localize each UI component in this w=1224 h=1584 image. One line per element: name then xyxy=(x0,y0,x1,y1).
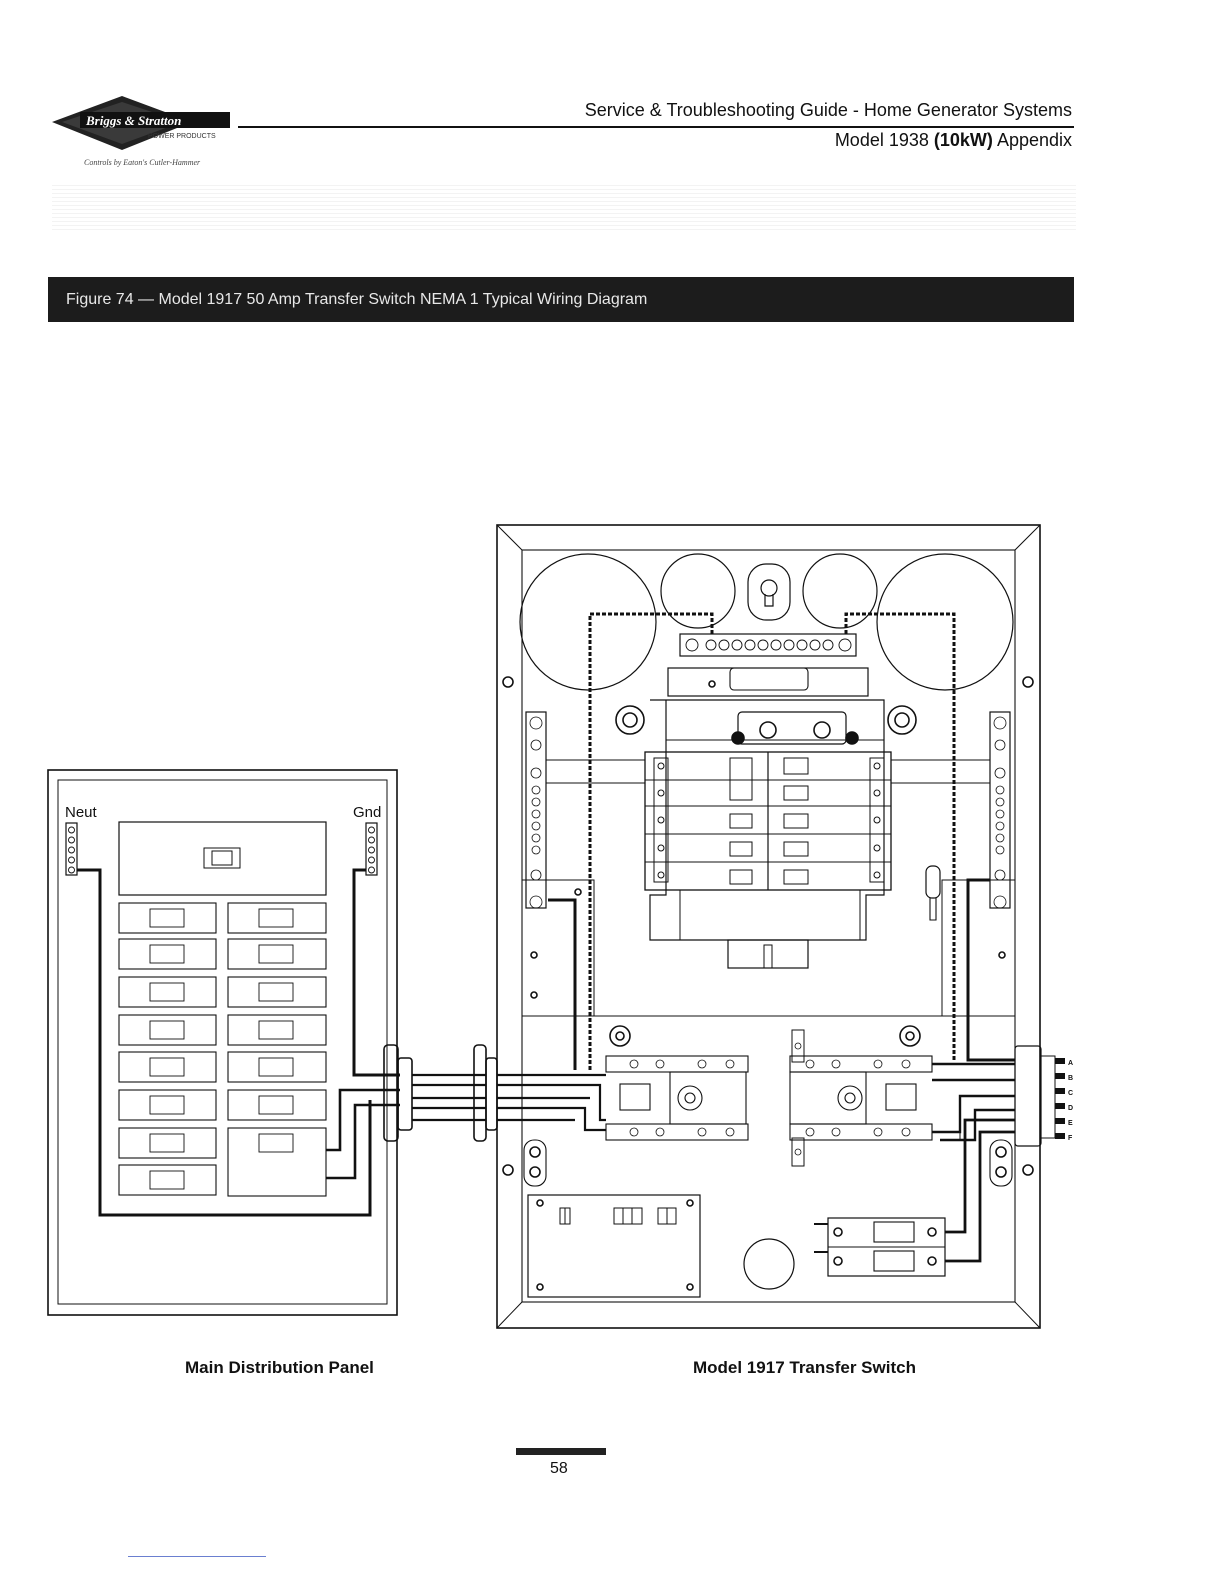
terminal-label-a: A xyxy=(1068,1060,1073,1067)
switch-caption: Model 1917 Transfer Switch xyxy=(693,1358,916,1377)
figure-title-bar: Figure 74 — Model 1917 50 Amp Transfer S… xyxy=(48,277,1074,322)
switch-enclosure xyxy=(496,524,1041,1329)
terminal-label-b: B xyxy=(1068,1075,1073,1082)
panel-enclosure xyxy=(47,769,398,1316)
model-prefix: Model 1938 xyxy=(834,130,929,150)
header-dither-band xyxy=(52,182,1076,230)
gnd-label: Gnd xyxy=(353,804,381,821)
brand-tagline: Controls by Eaton's Cutler-Hammer xyxy=(84,158,201,167)
page-number: 58 xyxy=(550,1460,568,1477)
footer-line xyxy=(128,1556,266,1557)
terminal-label-c: C xyxy=(1068,1090,1073,1097)
brand-sub-text: POWER PRODUCTS xyxy=(148,133,216,140)
briggs-stratton-logo: Briggs & Stratton POWER PRODUCTS xyxy=(52,92,242,182)
main-breaker xyxy=(203,847,241,869)
brand-name-text: Briggs & Stratton xyxy=(85,113,181,128)
guide-title: Service & Troubleshooting Guide - Home G… xyxy=(584,100,1072,120)
panel-caption: Main Distribution Panel xyxy=(185,1358,374,1377)
terminal-label-d: D xyxy=(1068,1105,1073,1112)
header-rule xyxy=(238,126,1074,128)
terminal-label-f: F xyxy=(1068,1135,1073,1142)
model-suffix: Appendix xyxy=(996,130,1072,150)
model-kw: (10kW) xyxy=(933,130,993,150)
model-line: Model 1938 (10kW) Appendix xyxy=(835,130,1072,151)
page-marker xyxy=(516,1448,606,1455)
terminal-label-e: E xyxy=(1068,1120,1073,1127)
neut-label: Neut xyxy=(65,804,98,821)
